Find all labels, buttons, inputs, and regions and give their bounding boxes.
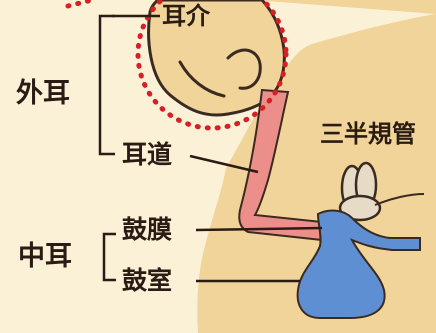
ear-canal-label: 耳道: [122, 142, 172, 167]
tympanic-cavity-label: 鼓室: [122, 268, 172, 293]
outer-ear-bracket: [100, 16, 115, 154]
outer-ear-label: 外耳: [16, 80, 70, 107]
eardrum-label: 鼓膜: [122, 217, 172, 242]
middle-ear-bracket: [104, 234, 116, 280]
auricle-label: 耳介: [162, 4, 210, 28]
semicircular-canals-label: 三半規管: [320, 122, 416, 146]
highlight-circle-tail: [68, 0, 92, 6]
middle-ear-label: 中耳: [18, 243, 72, 270]
